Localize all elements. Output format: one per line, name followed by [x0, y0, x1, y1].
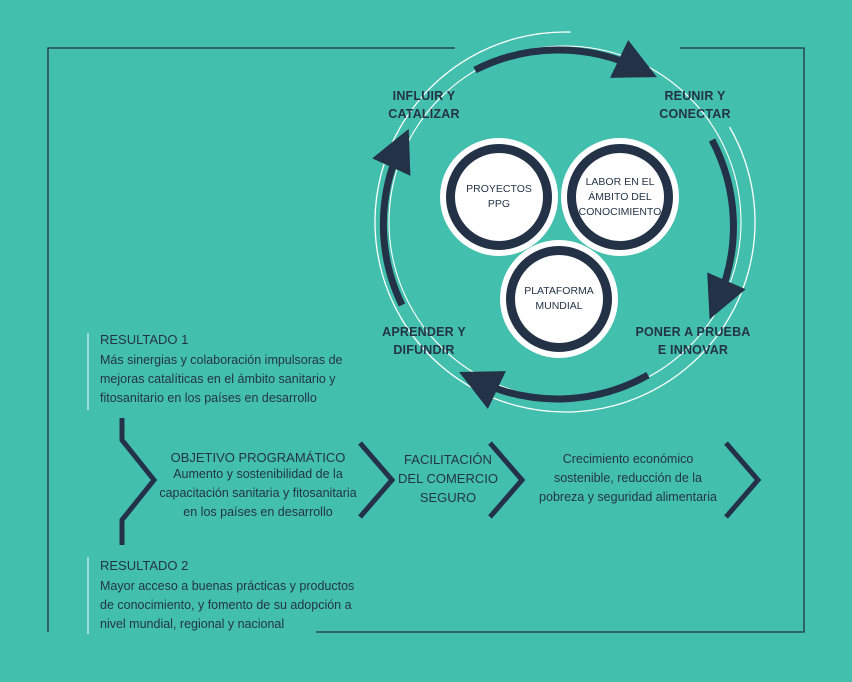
frame-line-top-right: [316, 47, 805, 633]
chevron-2: [488, 441, 526, 519]
objetivo-title: OBJETIVO PROGRAMÁTICO: [170, 450, 346, 465]
resultado2-line3: nivel mundial, regional y nacional: [100, 617, 285, 631]
resultado2-line2: de conocimiento, y fomento de su adopció…: [100, 598, 352, 612]
circle-proyectos: PROYECTOS PPG: [440, 138, 558, 256]
chevron-3: [724, 441, 762, 519]
label-reunir-line1: REUNIR Y: [664, 89, 726, 103]
facilitacion-line1: FACILITACIÓN: [404, 452, 492, 467]
chevron-1: [358, 441, 396, 519]
cycle-arrow-bottom: [459, 371, 650, 409]
circle-plataforma: PLATAFORMA MUNDIAL: [500, 240, 618, 358]
resultado2-line1: Mayor acceso a buenas prácticas y produc…: [100, 579, 355, 593]
circle-proyectos-line2: PPG: [487, 198, 511, 210]
objetivo-programatico: OBJETIVO PROGRAMÁTICO Aumento y sostenib…: [150, 450, 366, 522]
cycle-arrow-left: [372, 128, 411, 307]
crecimiento-line1: Crecimiento económico: [562, 452, 694, 466]
frame-line-top-left: [47, 47, 455, 632]
facilitacion-line2: DEL COMERCIO: [398, 471, 498, 486]
circle-labor-line3: CONOCIMIENTO: [578, 205, 662, 218]
label-influir: INFLUIR Y CATALIZAR: [384, 87, 464, 123]
facilitacion-comercio: FACILITACIÓN DEL COMERCIO SEGURO: [398, 450, 498, 507]
resultado1: RESULTADO 1 Más sinergias y colaboración…: [100, 332, 370, 408]
label-poner-line2: E INNOVAR: [657, 343, 729, 357]
label-poner: PONER A PRUEBA E INNOVAR: [634, 323, 752, 359]
resultado1-line2: mejoras catalíticas en el ámbito sanitar…: [100, 372, 336, 386]
circle-plataforma-line1: PLATAFORMA: [524, 285, 594, 297]
circle-proyectos-line1: PROYECTOS: [466, 183, 532, 195]
resultado1-text: Más sinergias y colaboración impulsoras …: [100, 351, 370, 408]
label-aprender: APRENDER Y DIFUNDIR: [374, 323, 474, 359]
resultado2: RESULTADO 2 Mayor acceso a buenas prácti…: [100, 558, 370, 634]
result-connector: [119, 418, 158, 545]
label-reunir-line2: CONECTAR: [659, 107, 731, 121]
objetivo-text: Aumento y sostenibilidad de la capacitac…: [150, 465, 366, 522]
resultado1-title: RESULTADO 1: [100, 332, 189, 347]
label-influir-line1: INFLUIR Y: [392, 89, 456, 103]
crecimiento-line2: sostenible, reducción de la: [553, 471, 702, 485]
label-aprender-line1: APRENDER Y: [382, 325, 466, 339]
label-influir-line2: CATALIZAR: [388, 107, 460, 121]
circle-labor-line1: LABOR EN EL: [585, 175, 655, 188]
circle-plataforma-line2: MUNDIAL: [535, 300, 583, 312]
cycle-arrow-right: [707, 138, 746, 320]
objetivo-line3: en los países en desarrollo: [183, 505, 333, 519]
resultado1-line3: fitosanitario en los países en desarroll…: [100, 391, 317, 405]
resultado2-text: Mayor acceso a buenas prácticas y produc…: [100, 577, 370, 634]
resultado2-title: RESULTADO 2: [100, 558, 189, 573]
label-reunir: REUNIR Y CONECTAR: [650, 87, 740, 123]
facilitacion-line3: SEGURO: [419, 490, 477, 505]
resultado1-line1: Más sinergias y colaboración impulsoras …: [100, 353, 343, 367]
circle-labor: LABOR EN EL ÁMBITO DEL CONOCIMIENTO: [561, 138, 679, 256]
objetivo-line1: Aumento y sostenibilidad de la: [173, 467, 343, 481]
cycle-arrow-top: [473, 39, 657, 78]
label-aprender-line2: DIFUNDIR: [393, 343, 455, 357]
crecimiento-line3: pobreza y seguridad alimentaria: [539, 490, 717, 504]
objetivo-line2: capacitación sanitaria y fitosanitaria: [159, 486, 357, 500]
label-poner-line1: PONER A PRUEBA: [635, 325, 751, 339]
circle-labor-line2: ÁMBITO DEL: [588, 190, 652, 203]
crecimiento-economico: Crecimiento económico sostenible, reducc…: [528, 450, 728, 507]
